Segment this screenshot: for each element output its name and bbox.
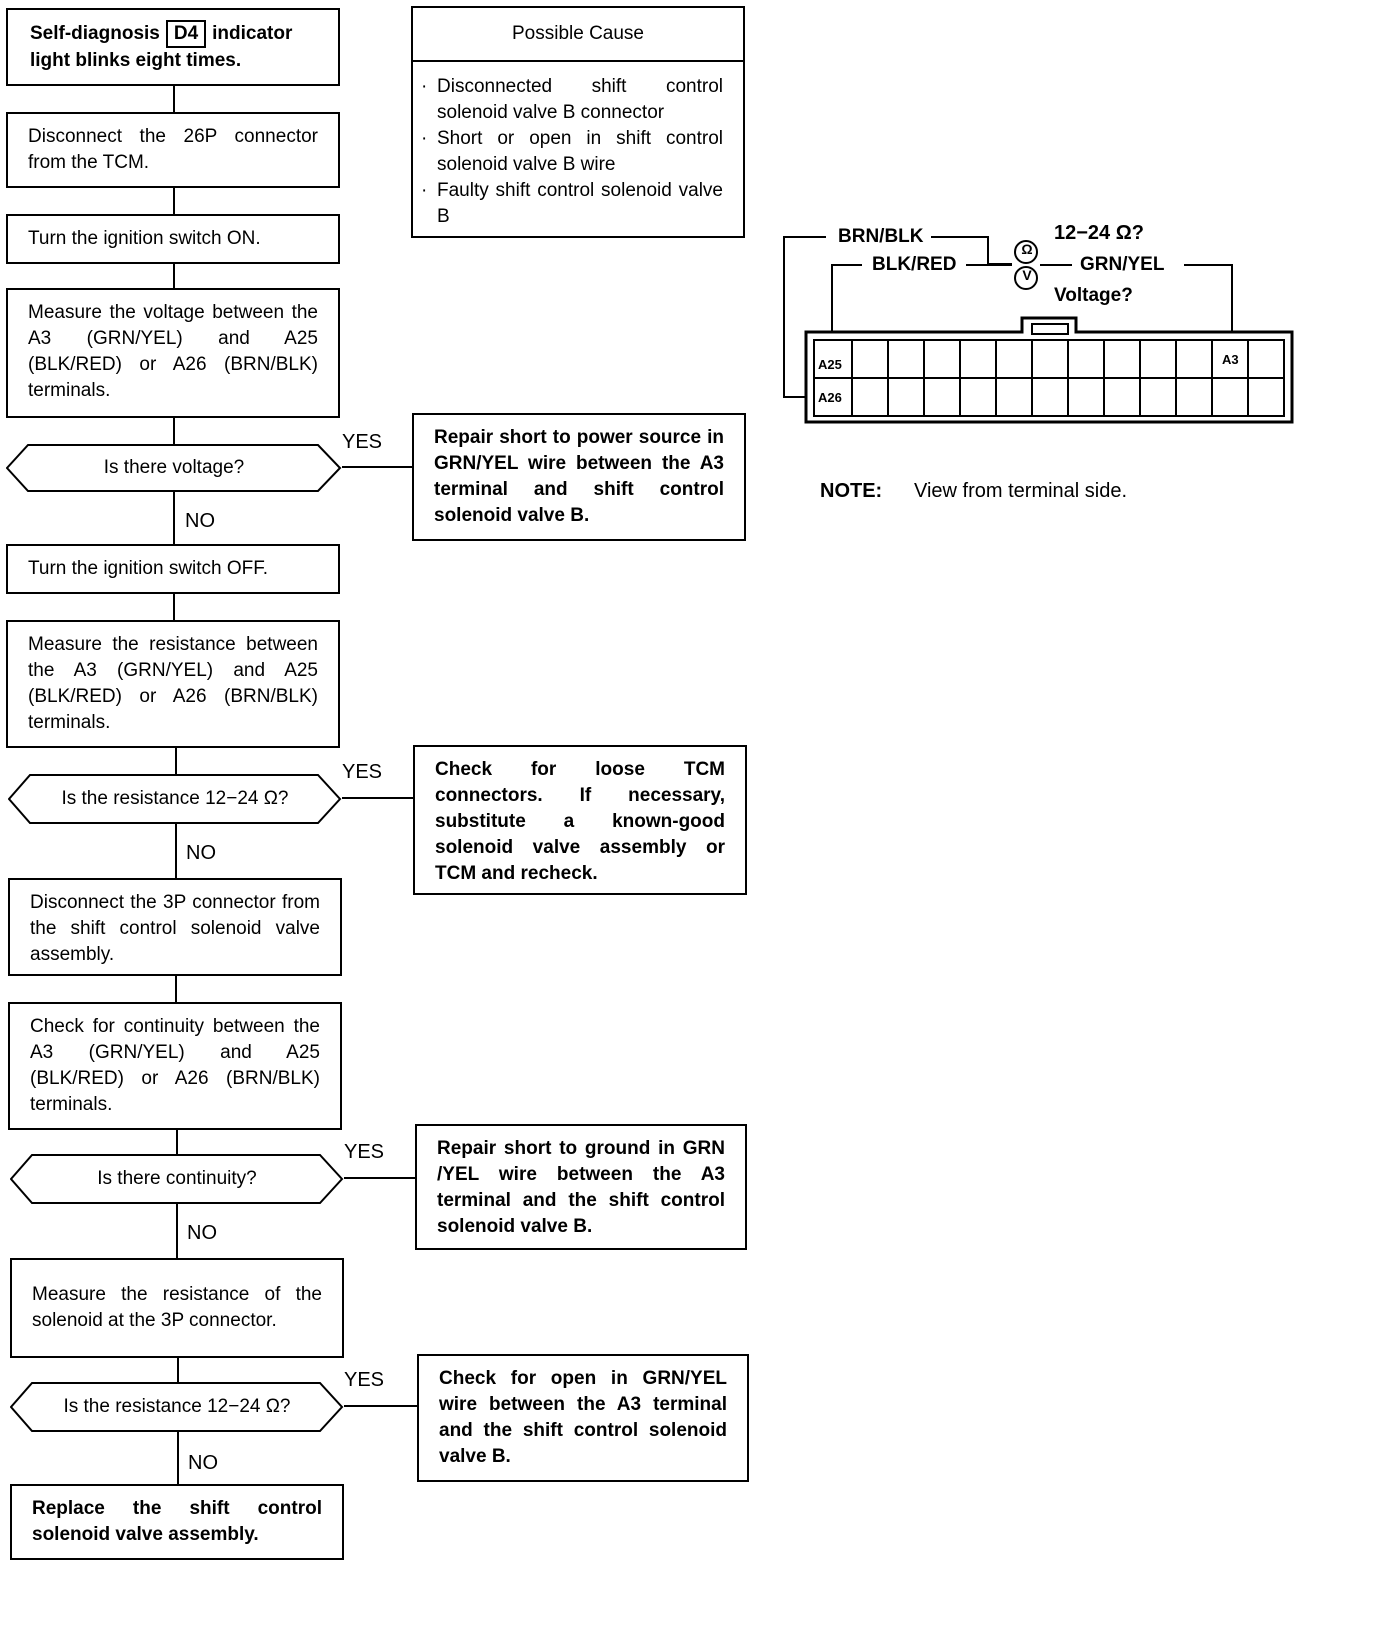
connector-line	[176, 1130, 178, 1154]
connector-line	[173, 492, 175, 544]
step-replace-valve: Replace the shift control solenoid valve…	[10, 1484, 344, 1560]
note-label: NOTE:	[820, 480, 883, 502]
outcome-text: Check for loose TCM connectors. If neces…	[435, 759, 725, 884]
cause-item: Disconnected shift control solenoid valv…	[421, 74, 723, 126]
wire-label-grn-yel: GRN/YEL	[1074, 254, 1171, 276]
connector-line	[175, 748, 177, 774]
step-text: Replace the shift control solenoid valve…	[32, 1498, 322, 1545]
decision-continuity: Is there continuity?	[10, 1154, 344, 1204]
step-text: Turn the ignition switch ON.	[28, 228, 261, 249]
ohm-symbol: Ω	[1021, 241, 1033, 257]
step-text: Turn the ignition switch OFF.	[28, 558, 269, 579]
step-text: Measure the voltage between the A3 (GRN/…	[28, 302, 318, 401]
connector-line	[177, 1432, 179, 1484]
yes-label: YES	[342, 431, 383, 453]
terminal-label-a3: A3	[1222, 352, 1239, 367]
step-ignition-on: Turn the ignition switch ON.	[6, 214, 340, 264]
no-label: NO	[187, 1222, 217, 1244]
brn-blk-wire	[783, 236, 826, 398]
step-text: Disconnect the 3P connector from the shi…	[30, 892, 320, 965]
step-disconnect-3p: Disconnect the 3P connector from the shi…	[8, 878, 342, 976]
connector-line	[173, 188, 175, 214]
blk-red-wire	[831, 264, 862, 332]
outcome-check-loose-tcm: Check for loose TCM connectors. If neces…	[413, 745, 747, 895]
note-text: View from terminal side.	[914, 480, 1128, 502]
connector-line	[175, 824, 177, 878]
possible-cause-box: Possible Cause Disconnected shift contro…	[411, 6, 745, 238]
cause-item: Faulty shift control solenoid valve B	[421, 178, 723, 230]
step-text: Measure the resistance between the A3 (G…	[28, 634, 318, 733]
yes-connector-line	[344, 1405, 418, 1407]
yes-label: YES	[344, 1369, 385, 1391]
decision-text: Is the resistance 12−24 Ω?	[63, 1396, 291, 1417]
d4-indicator-badge: D4	[165, 20, 207, 48]
outcome-text: Repair short to power source in GRN/YEL …	[434, 427, 724, 526]
connector-line	[173, 418, 175, 444]
decision-text: Is there continuity?	[97, 1168, 257, 1189]
connector-line	[173, 86, 175, 112]
no-label: NO	[188, 1452, 218, 1474]
step-disconnect-26p: Disconnect the 26P connector from the TC…	[6, 112, 340, 188]
no-label: NO	[186, 842, 216, 864]
connector-diagram	[783, 236, 1294, 424]
decision-text: Is the resistance 12−24 Ω?	[61, 788, 289, 809]
grn-yel-wire-right	[1184, 264, 1233, 332]
terminal-label-a26: A26	[818, 390, 842, 405]
yes-label: YES	[342, 761, 383, 783]
possible-cause-list: Disconnected shift control solenoid valv…	[421, 74, 723, 230]
connector-line	[173, 264, 175, 288]
yes-connector-line	[344, 1177, 416, 1179]
step-text: Check for continuity between the A3 (GRN…	[30, 1016, 320, 1115]
start-text-line2: light blinks eight times.	[30, 50, 242, 71]
outcome-repair-short-power: Repair short to power source in GRN/YEL …	[412, 413, 746, 541]
outcome-text: Check for open in GRN/YEL wire between t…	[439, 1368, 727, 1467]
yes-label: YES	[344, 1141, 385, 1163]
decision-resistance-2: Is the resistance 12−24 Ω?	[10, 1382, 344, 1432]
outcome-text: Repair short to ground in GRN /YEL wire …	[437, 1138, 725, 1237]
start-text-part1: Self-diagnosis	[30, 23, 160, 44]
possible-cause-title: Possible Cause	[413, 8, 743, 62]
volt-meter-icon	[1014, 266, 1038, 290]
voltage-question: Voltage?	[1054, 285, 1133, 306]
outcome-repair-short-ground: Repair short to ground in GRN /YEL wire …	[415, 1124, 747, 1250]
ohm-meter-icon	[1014, 240, 1038, 264]
yes-connector-line	[342, 466, 414, 468]
outcome-check-open: Check for open in GRN/YEL wire between t…	[417, 1354, 749, 1482]
step-check-continuity: Check for continuity between the A3 (GRN…	[8, 1002, 342, 1130]
volt-symbol: V	[1022, 267, 1032, 283]
step-ignition-off: Turn the ignition switch OFF.	[6, 544, 340, 594]
decision-shape	[10, 1154, 344, 1204]
start-text-part2: indicator	[212, 23, 293, 44]
decision-shape	[10, 1382, 344, 1432]
decision-text: Is there voltage?	[103, 457, 245, 478]
connector-line	[176, 1204, 178, 1258]
connector-lock-tab	[1031, 323, 1069, 335]
cause-item: Short or open in shift control solenoid …	[421, 126, 723, 178]
yes-connector-line	[342, 797, 414, 799]
step-measure-resistance: Measure the resistance between the A3 (G…	[6, 620, 340, 748]
no-label: NO	[185, 510, 215, 532]
step-text: Measure the resistance of the solenoid a…	[32, 1284, 322, 1331]
connector-line	[175, 976, 177, 1002]
terminal-grid	[851, 340, 1249, 416]
decision-shape	[8, 774, 342, 824]
resistance-spec: 12−24 Ω?	[1054, 222, 1144, 244]
step-measure-voltage: Measure the voltage between the A3 (GRN/…	[6, 288, 340, 418]
decision-voltage: Is there voltage?	[6, 444, 342, 492]
step-text: Disconnect the 26P connector from the TC…	[28, 126, 318, 173]
wire-label-brn-blk: BRN/BLK	[832, 226, 930, 248]
terminal-label-a25: A25	[818, 357, 842, 372]
decision-resistance-1: Is the resistance 12−24 Ω?	[8, 774, 342, 824]
connector-line	[173, 594, 175, 620]
wire-label-blk-red: BLK/RED	[866, 254, 963, 276]
connector-line	[177, 1358, 179, 1382]
decision-shape	[6, 444, 342, 492]
step-measure-solenoid-resistance: Measure the resistance of the solenoid a…	[10, 1258, 344, 1358]
